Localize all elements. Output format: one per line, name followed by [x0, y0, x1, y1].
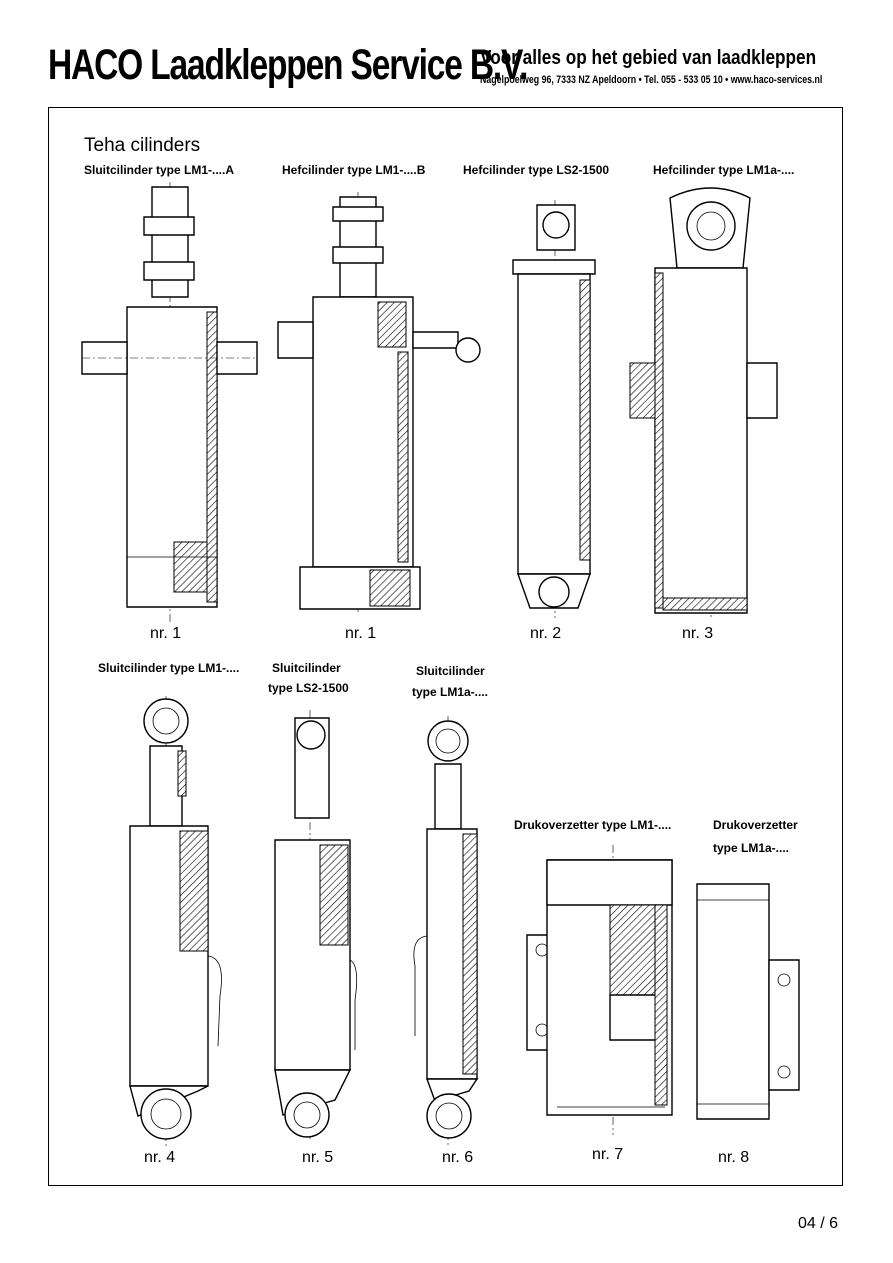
- figure-2-label: nr. 2: [530, 625, 562, 642]
- figure-1a-label: nr. 1: [150, 625, 182, 642]
- lifting-cylinder-drawing: [278, 192, 488, 612]
- figure-3-label: nr. 3: [682, 625, 714, 642]
- figure-5-caption-line1: Sluitcilinder: [272, 661, 341, 675]
- company-address: Nagelpoelweg 96, 7333 NZ Apeldoorn • Tel…: [480, 74, 823, 86]
- figure-8-caption-line1: Drukoverzetter: [713, 818, 798, 832]
- pressure-converter-drawing: [525, 845, 685, 1135]
- figure-4-label: nr. 4: [144, 1149, 176, 1166]
- figure-1a-caption: Sluitcilinder type LM1-....A: [84, 163, 235, 177]
- figure-4-caption: Sluitcilinder type LM1-....: [98, 661, 240, 675]
- figure-1b-caption: Hefcilinder type LM1-....B: [282, 163, 426, 177]
- figure-5-label: nr. 5: [302, 1149, 334, 1166]
- section-title: Teha cilinders: [84, 135, 201, 156]
- lifting-cylinder-drawing: [625, 188, 780, 618]
- closing-cylinder-drawing: [405, 716, 500, 1146]
- content-frame: [48, 107, 843, 1186]
- closing-cylinder-drawing: [118, 696, 238, 1146]
- figure-2-caption: Hefcilinder type LS2-1500: [463, 163, 610, 177]
- figure-7-label: nr. 7: [592, 1146, 624, 1163]
- figure-8-caption-line2: type LM1a-....: [713, 841, 790, 855]
- figure-8-label: nr. 8: [718, 1149, 750, 1166]
- closing-cylinder-drawing: [82, 182, 257, 622]
- page-number: 04 / 6: [798, 1215, 839, 1232]
- figure-1b-label: nr. 1: [345, 625, 377, 642]
- figure-6-caption-line1: Sluitcilinder: [416, 664, 485, 678]
- company-tagline: Voor alles op het gebied van laadkleppen: [480, 47, 817, 69]
- figure-3-caption: Hefcilinder type LM1a-....: [653, 163, 795, 177]
- figure-5-caption-line2: type LS2-1500: [268, 681, 349, 695]
- figure-6-caption-line2: type LM1a-....: [412, 685, 489, 699]
- lifting-cylinder-drawing: [510, 200, 605, 618]
- pressure-converter-drawing: [695, 882, 805, 1127]
- closing-cylinder-drawing: [265, 710, 375, 1140]
- figure-7-caption: Drukoverzetter type LM1-....: [514, 818, 672, 832]
- company-name: HACO Laadkleppen Service B.V.: [48, 41, 528, 89]
- figure-6-label: nr. 6: [442, 1149, 474, 1166]
